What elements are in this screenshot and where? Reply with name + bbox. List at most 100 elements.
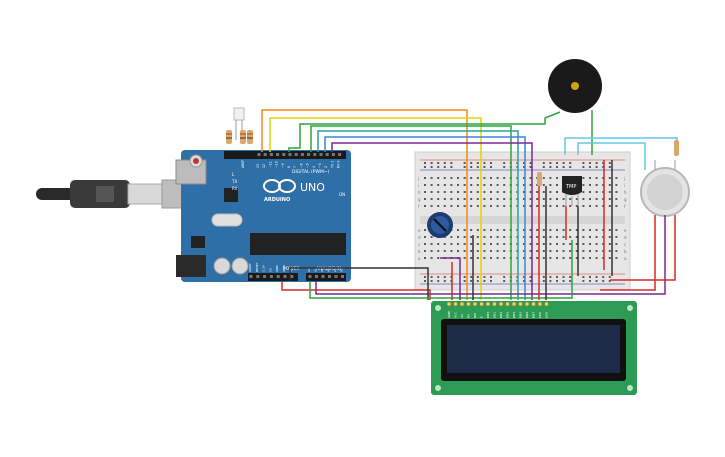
- analog-pin-label: A4: [333, 268, 337, 272]
- analog-pin-header-0[interactable]: [308, 275, 312, 278]
- digital-label: DIGITAL (PWM~): [292, 169, 330, 175]
- wire-orange[interactable]: [261, 109, 468, 185]
- lcd-pin[interactable]: [453, 301, 458, 307]
- resistor-2[interactable]: [240, 130, 246, 144]
- wire-green[interactable]: [310, 125, 512, 300]
- power-pin-label: RESET: [255, 262, 259, 272]
- digital-pin-header-8[interactable]: [307, 153, 311, 156]
- lcd-pin[interactable]: [511, 301, 517, 307]
- resistor-3[interactable]: [247, 130, 253, 144]
- usb-cable[interactable]: [36, 179, 185, 209]
- lcd-pin[interactable]: [466, 301, 471, 307]
- power-pin-header-4[interactable]: [276, 275, 280, 278]
- lcd-pin[interactable]: [498, 301, 504, 307]
- atmega-chip: [250, 233, 346, 255]
- digital-pin-header-4[interactable]: [282, 153, 286, 156]
- digital-pin-label: 12: [262, 164, 266, 168]
- analog-pin-header-2[interactable]: [321, 275, 325, 278]
- digital-pin-header-13[interactable]: [338, 153, 342, 156]
- wire-red-5v[interactable]: [281, 281, 431, 300]
- lcd-pin-label: DB1: [493, 312, 497, 318]
- wire-green-a0[interactable]: [309, 240, 573, 299]
- wire-green-buzzer[interactable]: [288, 111, 561, 152]
- l-label: L: [232, 172, 235, 177]
- wire-purple[interactable]: [331, 142, 533, 300]
- digital-pin-header-1[interactable]: [263, 153, 267, 156]
- digital-pin-header-0[interactable]: [257, 153, 261, 156]
- digital-pin-header-7[interactable]: [300, 153, 304, 156]
- digital-pin-header-9[interactable]: [313, 153, 317, 156]
- wire-yellow[interactable]: [269, 117, 482, 300]
- wire-black-gnd[interactable]: [289, 267, 429, 300]
- resistor-4[interactable]: [537, 172, 542, 186]
- digital-pin-label: 7: [293, 166, 297, 168]
- wire-red-gas[interactable]: [600, 215, 656, 291]
- potentiometer[interactable]: [427, 212, 453, 238]
- gas-sensor[interactable]: [640, 160, 690, 217]
- row-letter: f: [418, 204, 420, 209]
- lcd-screen: [447, 325, 620, 373]
- temperature-sensor[interactable]: TMP: [562, 176, 582, 206]
- lcd-pin[interactable]: [505, 301, 510, 307]
- resistor-1[interactable]: [226, 130, 232, 144]
- wire-lightblue-1[interactable]: [564, 137, 678, 155]
- analog-pin-header-5[interactable]: [341, 275, 344, 278]
- power-pin-label: 3.3V: [262, 264, 266, 272]
- wire-purple-gas[interactable]: [315, 215, 666, 295]
- digital-pin-header-10[interactable]: [319, 153, 323, 156]
- arduino-uno-board[interactable]: UNO ARDUINO DIGITAL (PWM~) POWER ANALOG …: [175, 150, 351, 282]
- digital-pin-header-12[interactable]: [331, 153, 335, 156]
- lcd-pin[interactable]: [459, 301, 465, 307]
- lcd-pin[interactable]: [485, 301, 491, 307]
- resistor-5[interactable]: [674, 140, 679, 156]
- analog-label: ANALOG IN: [316, 266, 341, 272]
- brand-label: ARDUINO: [264, 197, 290, 203]
- lcd-pin[interactable]: [472, 301, 478, 307]
- analog-pin-header-4[interactable]: [334, 275, 338, 278]
- digital-pin-header-6[interactable]: [294, 153, 298, 156]
- lcd-pin[interactable]: [479, 301, 484, 307]
- wires[interactable]: [261, 109, 678, 300]
- digital-pin-label: 4: [312, 166, 316, 168]
- wire-red-gas-2[interactable]: [610, 215, 676, 281]
- lcd-pin[interactable]: [518, 301, 523, 307]
- digital-pin-header-5[interactable]: [288, 153, 292, 156]
- rgb-led[interactable]: [233, 107, 245, 140]
- power-pin-header-0[interactable]: [249, 275, 253, 278]
- wire-teal[interactable]: [317, 130, 519, 300]
- digital-pin-label: 2: [324, 166, 328, 168]
- digital-pin-header-2[interactable]: [269, 153, 273, 156]
- lcd-pin[interactable]: [446, 301, 452, 307]
- analog-pin-header-3[interactable]: [328, 275, 331, 278]
- analog-pin-header-1[interactable]: [315, 275, 318, 278]
- digital-pin-header-3[interactable]: [276, 153, 280, 156]
- power-pin-header-1[interactable]: [256, 275, 260, 278]
- wire-pot-purple[interactable]: [440, 257, 461, 300]
- rx-label: RX: [232, 186, 238, 191]
- piezo-buzzer[interactable]: [548, 59, 602, 113]
- lcd-pin[interactable]: [531, 301, 536, 307]
- lcd-pin[interactable]: [537, 301, 543, 307]
- digital-pin-header-11[interactable]: [325, 153, 329, 156]
- on-label: ON: [339, 192, 345, 197]
- power-pin-header-2[interactable]: [263, 275, 267, 278]
- lcd-pin[interactable]: [524, 301, 530, 307]
- power-pin-header-5[interactable]: [283, 275, 287, 278]
- power-pin-header-3[interactable]: [269, 275, 273, 278]
- wire-blue[interactable]: [324, 136, 526, 300]
- power-pin-header-6[interactable]: [290, 275, 294, 278]
- row-letter: g: [418, 197, 421, 202]
- wire-lightblue-2[interactable]: [577, 142, 646, 170]
- lcd-pin[interactable]: [492, 301, 497, 307]
- row-letter: j: [417, 176, 419, 181]
- power-jack: [176, 255, 206, 277]
- lcd-pin[interactable]: [544, 301, 549, 307]
